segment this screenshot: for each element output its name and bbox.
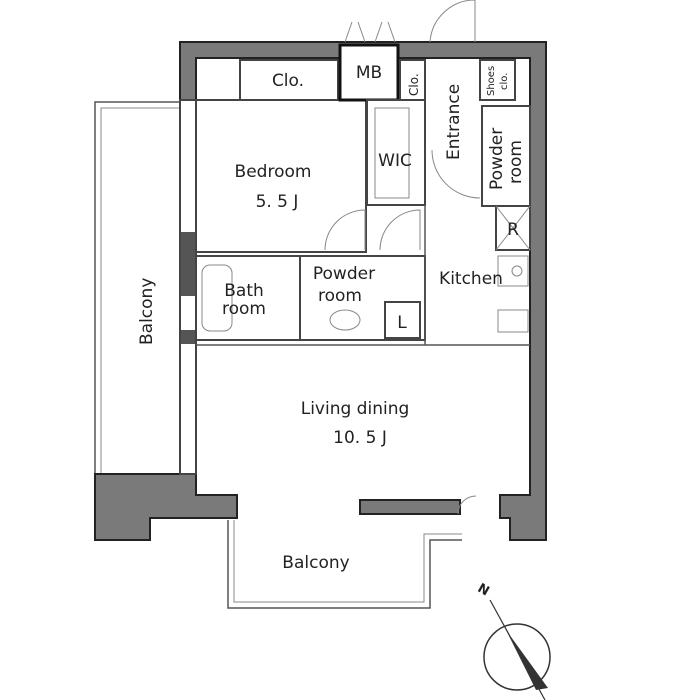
closet-small-label: Clo. [407, 73, 421, 96]
wic-label: WIC [378, 151, 412, 171]
laundry-area [384, 301, 421, 339]
meter-box-label: MB [356, 63, 382, 83]
stove-icon [497, 309, 529, 333]
bath-room-area [195, 255, 301, 341]
compass-icon: N [475, 581, 551, 700]
bedroom-area [195, 99, 367, 253]
closet-top-label: Clo. [272, 71, 304, 91]
meter-box-area [338, 43, 400, 102]
bedroom-size: 5. 5 J [256, 192, 299, 212]
closet-top-area [239, 59, 339, 101]
powder-room-right-label-2: room [506, 140, 526, 184]
powder-room-right-label-1: Powder [487, 128, 507, 190]
balcony-south-label: Balcony [282, 553, 349, 573]
door-entrance [429, 0, 476, 43]
bath-room-label-2: room [222, 299, 266, 319]
shoes-closet-label-2: clo. [499, 73, 510, 90]
balcony-west-label: Balcony [137, 278, 157, 345]
closet-small-area [399, 59, 426, 101]
wic-area [366, 99, 426, 206]
door-bedroom [324, 209, 366, 251]
powder-room-right-area [481, 105, 531, 207]
powder-room-label-2: room [318, 286, 362, 306]
washbasin-icon [329, 309, 361, 331]
sink-icon [497, 255, 529, 287]
kitchen-label: Kitchen [439, 269, 503, 289]
balcony-south [227, 520, 462, 609]
shoes-closet-area [479, 59, 516, 101]
door-mb [344, 21, 396, 43]
bathtub-icon [201, 264, 233, 332]
entrance-label: Entrance [444, 84, 464, 160]
living-dining-size: 10. 5 J [333, 428, 387, 448]
refrigerator-label: R [507, 220, 519, 240]
compass-north-label: N [475, 581, 492, 599]
bath-room-label-1: Bath [224, 281, 264, 301]
door-powder [379, 209, 421, 251]
powder-room-label-1: Powder [313, 264, 375, 284]
bedroom-label: Bedroom [235, 162, 312, 182]
laundry-label: L [397, 313, 407, 333]
shoes-closet-label-1: Shoes [486, 66, 497, 96]
living-dining-label: Living dining [301, 399, 410, 419]
